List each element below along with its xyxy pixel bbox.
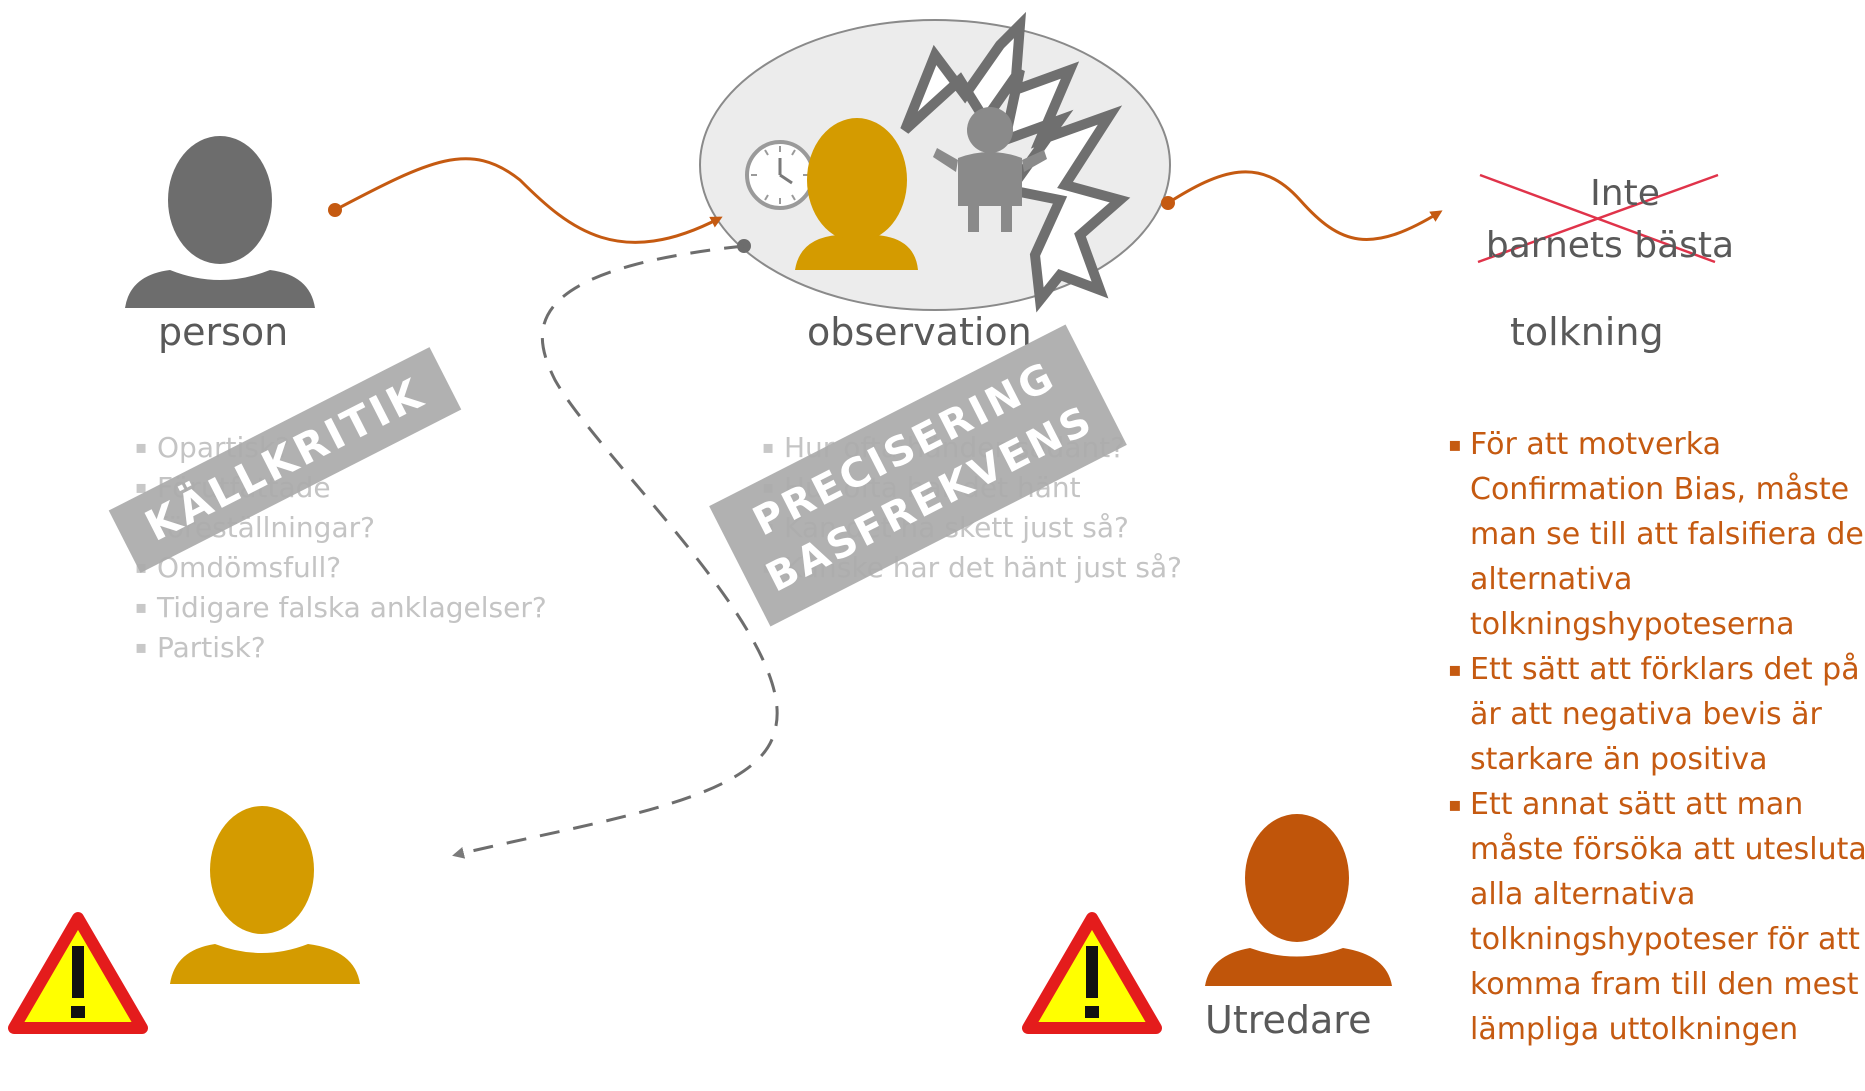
person-gray-icon (125, 136, 315, 308)
flow-arrow-person-observation (334, 157, 723, 244)
dashed-feedback-arrow (452, 244, 779, 859)
child-icon (933, 107, 1047, 232)
utredare-icon (1205, 814, 1392, 986)
list-item: Omdömsfull? (135, 548, 555, 588)
list-item: Ett sätt att förklars det på är att nega… (1448, 647, 1865, 782)
cross-out-line (1477, 173, 1719, 264)
label-tolkning: tolkning (1510, 310, 1664, 354)
crossed-out-text: Inte barnets bästa (1475, 168, 1745, 272)
label-observation: observation (807, 310, 1032, 354)
warning-icon (1022, 912, 1162, 1034)
flow-arrow-observation-tolkning (1167, 170, 1443, 241)
label-utredare: Utredare (1205, 998, 1372, 1042)
list-item: Partisk? (135, 628, 555, 668)
list-item: För att motverka Confirmation Bias, måst… (1448, 422, 1865, 647)
crossed-line-1: Inte (1590, 173, 1660, 214)
observer-gold-icon (795, 118, 918, 270)
label-person: person (158, 310, 289, 354)
list-item: Tidigare falska anklagelser? (135, 588, 555, 628)
investigator-gold-icon (170, 806, 360, 984)
warning-icon (8, 912, 148, 1034)
crossed-line-2: barnets bästa (1485, 225, 1735, 266)
list-item: Ett annat sätt att man måste försöka att… (1448, 782, 1865, 1052)
clock-icon (745, 140, 815, 210)
tolkning-explanation-list: För att motverka Confirmation Bias, måst… (1448, 422, 1865, 1052)
